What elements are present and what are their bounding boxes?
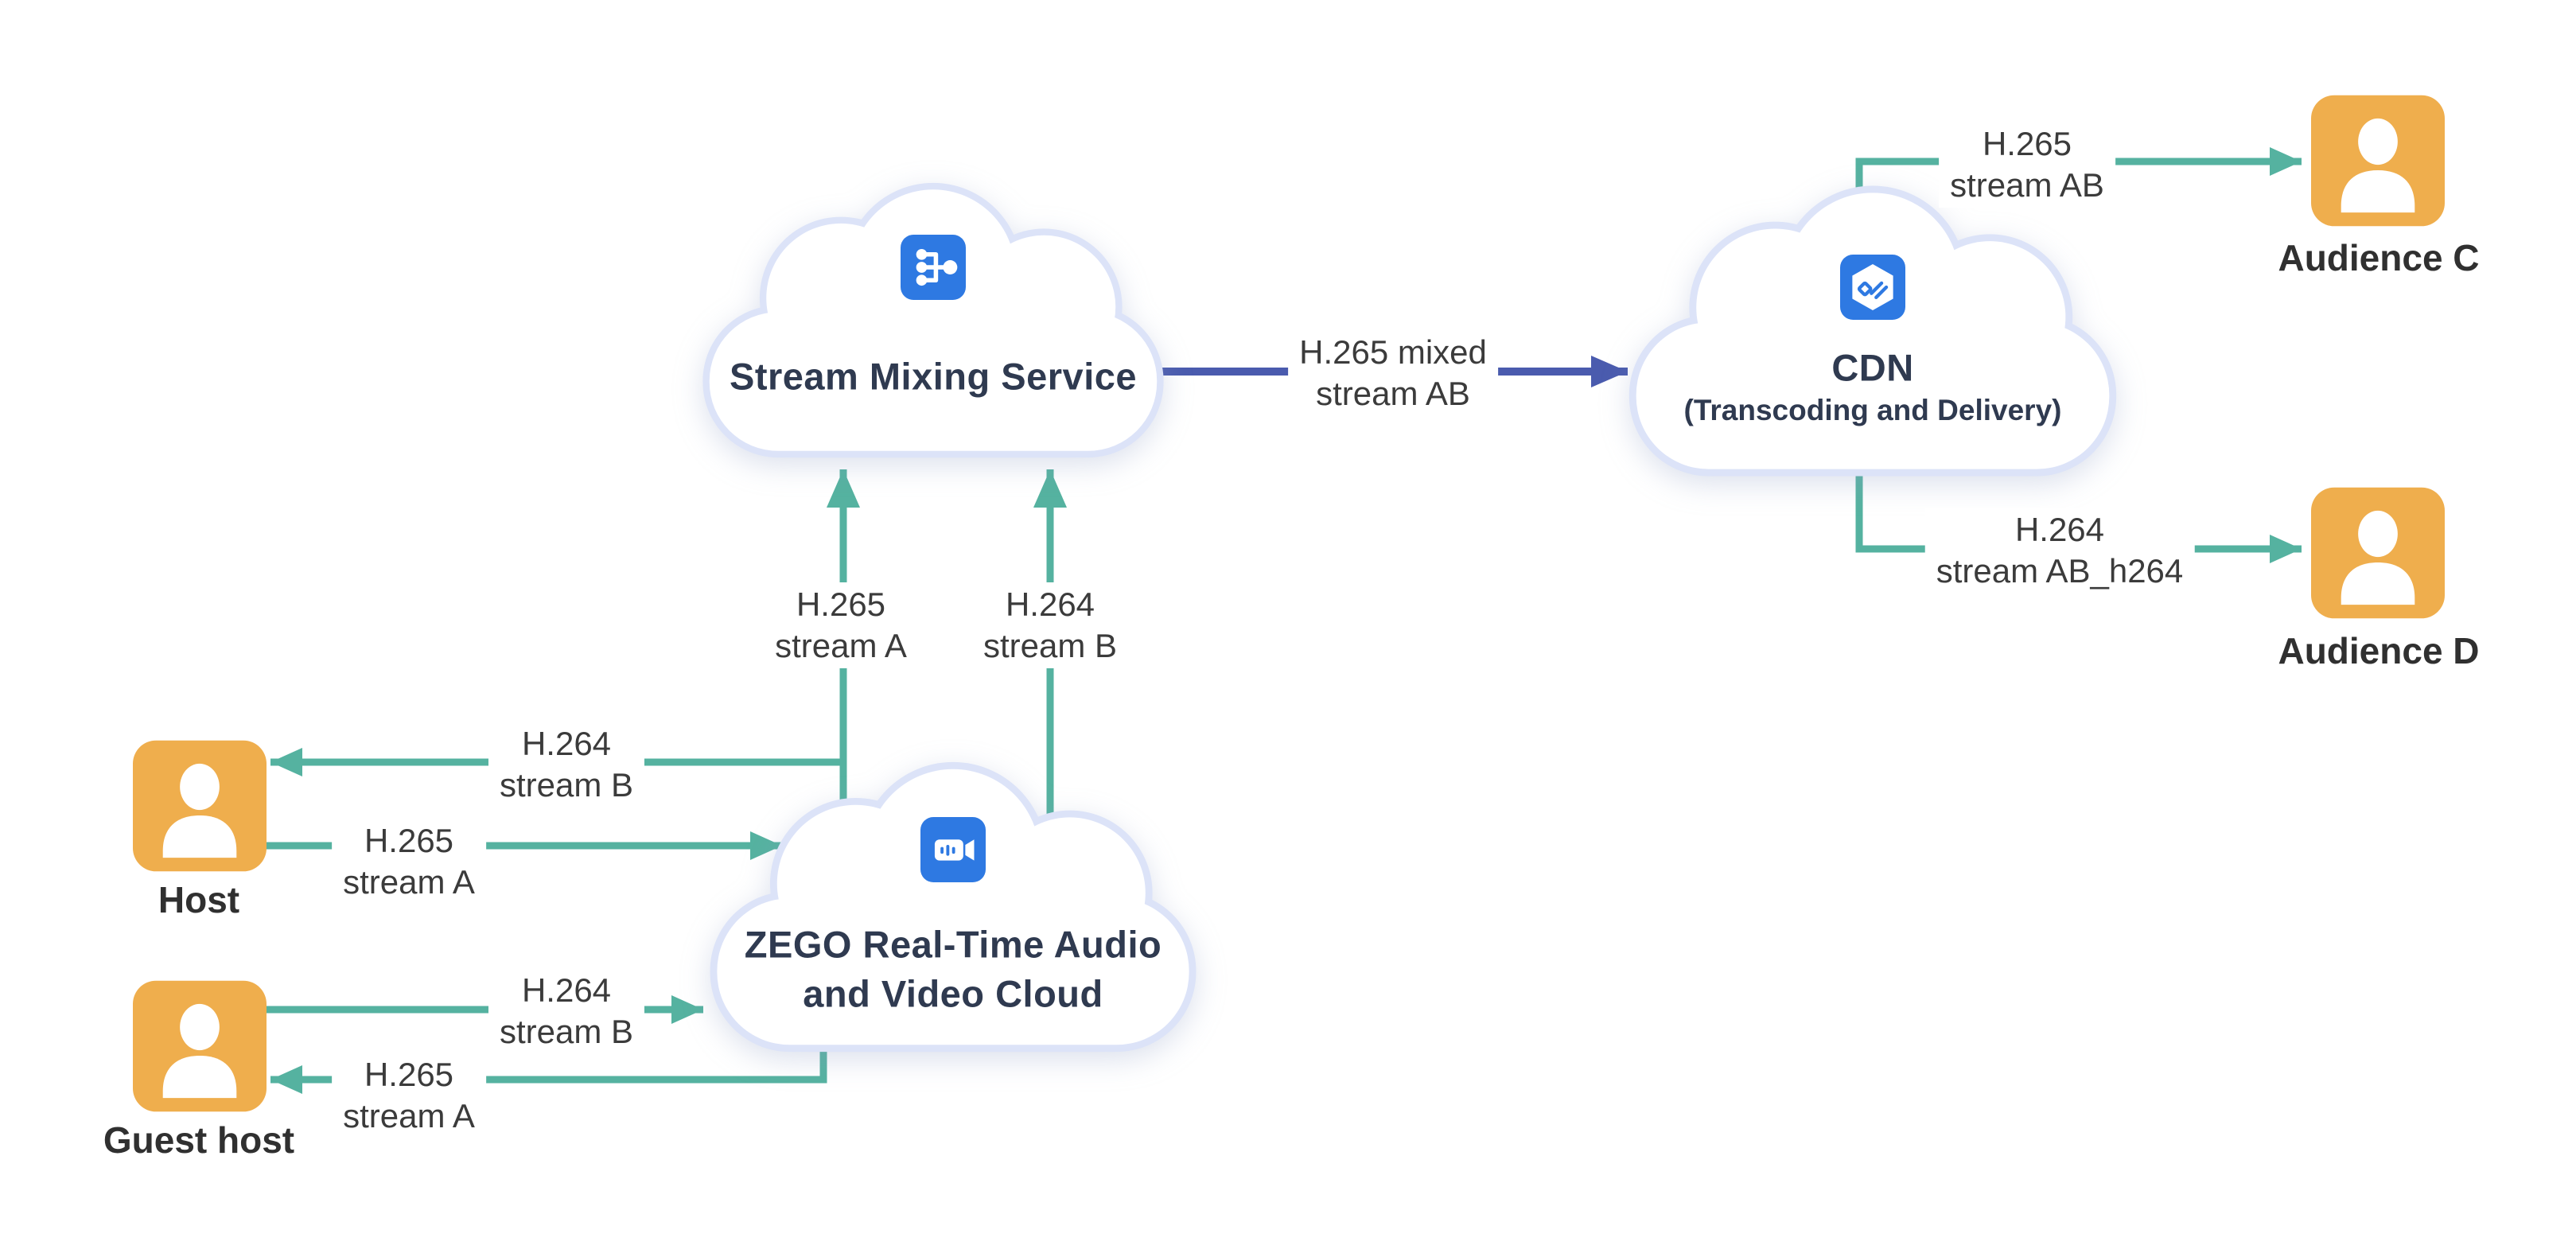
edge-label-line: H.264 — [2014, 511, 2105, 548]
edge-label-zego-up-stream-a: H.265 stream A — [764, 582, 918, 668]
stream-mixing-service-title: Stream Mixing Service — [729, 355, 1138, 398]
edge-label-line: stream B — [499, 1013, 634, 1050]
edge-label-cdn-to-audience-c: H.265 stream AB — [1939, 122, 2115, 208]
audience-c-label: Audience C — [2278, 237, 2480, 278]
stream-mixing-service-content: Stream Mixing Service — [697, 177, 1169, 463]
edge-label-zego-to-guest: H.265 stream A — [332, 1053, 486, 1138]
edge-label-line: stream B — [499, 766, 634, 804]
stream-merge-icon — [901, 235, 966, 300]
edge-label-line: stream A — [775, 627, 907, 664]
host-avatar — [133, 740, 267, 872]
edge-label-line: stream AB — [1950, 166, 2104, 204]
edge-label-zego-up-stream-b: H.264 stream B — [971, 582, 1129, 668]
cdn-title: CDN — [1831, 346, 1914, 389]
edge-label-line: stream A — [343, 863, 475, 901]
edge-label-line: H.265 — [364, 822, 454, 859]
edge-label-line: H.265 — [1982, 125, 2072, 162]
edge-label-line: stream B — [983, 627, 1118, 664]
edge-label-line: stream AB — [1316, 375, 1470, 412]
edge-label-line: H.265 mixed — [1299, 333, 1487, 371]
audience-c-avatar — [2311, 95, 2445, 227]
zego-cloud-title-line1: ZEGO Real-Time Audio — [744, 923, 1162, 966]
edge-label-guest-to-zego: H.264 stream B — [488, 968, 645, 1054]
edge-label-line: stream A — [343, 1097, 475, 1134]
guest-host-label: Guest host — [103, 1119, 295, 1161]
edge-label-mixing-to-cdn: H.265 mixed stream AB — [1288, 330, 1498, 416]
edge-label-cdn-to-audience-d: H.264 stream AB_h264 — [1924, 508, 2195, 593]
edge-label-line: H.265 — [796, 586, 886, 623]
edge-label-line: H.264 — [1005, 586, 1095, 623]
audience-d-label: Audience D — [2278, 630, 2480, 671]
video-camera-icon — [920, 817, 986, 882]
guest-host-avatar — [133, 980, 267, 1112]
zego-cloud-title-line2: and Video Cloud — [803, 972, 1103, 1015]
cdn-hexagon-icon — [1840, 255, 1905, 320]
cdn-subtitle: (Transcoding and Delivery) — [1683, 394, 2062, 426]
edge-label-line: H.264 — [521, 971, 612, 1009]
cdn-cloud-content: CDN (Transcoding and Delivery) — [1623, 177, 2123, 485]
edge-label-zego-to-host: H.264 stream B — [488, 722, 645, 808]
edge-label-line: H.265 — [364, 1056, 454, 1093]
audience-d-avatar — [2311, 487, 2445, 619]
zego-cloud-content: ZEGO Real-Time Audio and Video Cloud — [703, 759, 1203, 1055]
edge-label-line: stream AB_h264 — [1936, 552, 2184, 590]
host-label: Host — [158, 879, 240, 920]
edge-label-host-to-zego: H.265 stream A — [332, 819, 486, 905]
edge-label-line: H.264 — [521, 725, 612, 762]
